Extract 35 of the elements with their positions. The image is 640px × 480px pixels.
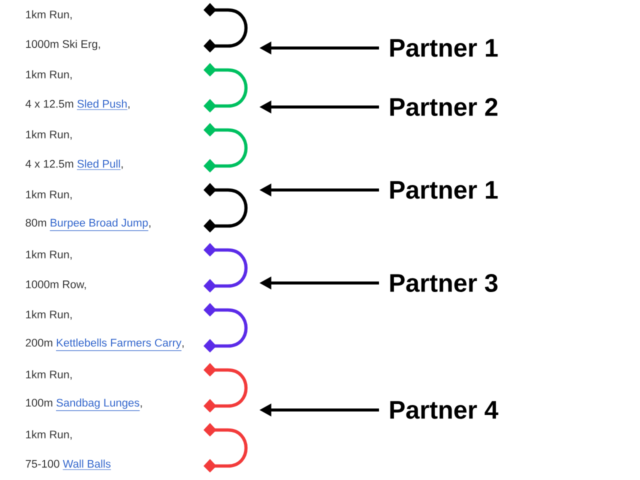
partner-label: Partner 4 xyxy=(390,401,498,419)
bracket xyxy=(204,243,248,292)
bracket xyxy=(204,423,248,472)
exercise-text: 1km Run, xyxy=(26,130,72,140)
exercise-text: 200m Kettlebells Farmers Carry, xyxy=(26,338,184,351)
exercise-text: 1000m Row, xyxy=(26,280,86,290)
exercise-text: 4 x 12.5m Sled Pull, xyxy=(26,160,123,170)
exercise-text: 80m Burpee Broad Jump, xyxy=(26,218,150,231)
link: Kettlebells Farmers Carry xyxy=(56,338,182,351)
link: Sled Push xyxy=(76,100,128,110)
link: Wall Balls xyxy=(62,460,112,470)
exercise-text: 75-100 Wall Balls xyxy=(26,460,112,470)
partner-label: Partner 1 xyxy=(390,181,498,199)
exercise-text: 100m Sandbag Lunges, xyxy=(26,398,142,411)
exercise-text: 1km Run, xyxy=(26,310,72,320)
exercise-text: 1km Run, xyxy=(26,10,72,20)
bracket xyxy=(204,363,248,412)
exercise-text: 1km Run, xyxy=(26,70,72,80)
bracket xyxy=(204,183,248,232)
link: Sled Pull xyxy=(76,160,121,170)
exercise-text: 1km Run, xyxy=(26,370,72,380)
bracket xyxy=(204,123,248,172)
link: Sandbag Lunges xyxy=(56,398,140,411)
exercise-text: 1km Run, xyxy=(26,250,72,260)
bracket xyxy=(204,63,248,112)
partner-label: Partner 1 xyxy=(390,39,498,57)
partner-label: Partner 2 xyxy=(390,98,498,116)
bracket xyxy=(204,303,248,352)
exercise-text: 4 x 12.5m Sled Push, xyxy=(26,100,130,110)
partner-label: Partner 3 xyxy=(390,274,498,292)
exercise-text: 1km Run, xyxy=(26,430,72,440)
bracket xyxy=(204,3,248,52)
link: Burpee Broad Jump xyxy=(50,218,149,231)
exercise-text: 1000m Ski Erg, xyxy=(26,40,100,50)
exercise-text: 1km Run, xyxy=(26,190,72,200)
